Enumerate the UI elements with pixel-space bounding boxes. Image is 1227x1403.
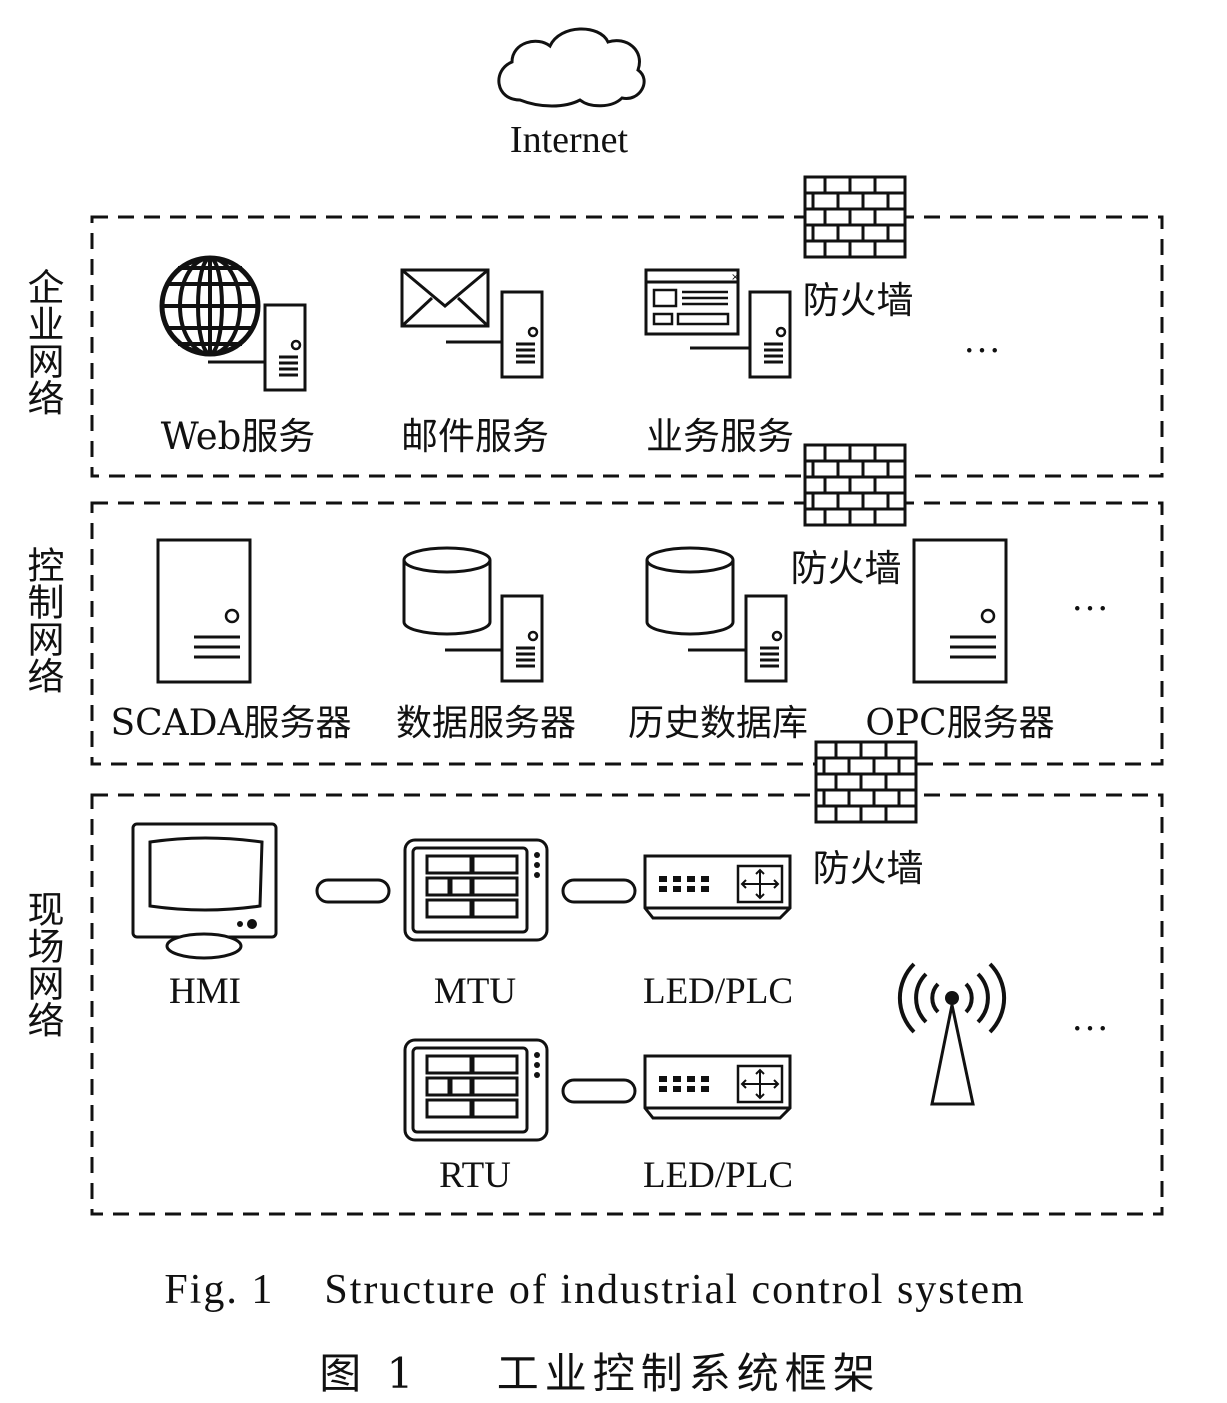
led-plc-1-icon bbox=[643, 854, 792, 920]
zone-label-enterprise: 企业网络 bbox=[21, 268, 64, 416]
cable-mtu-plc bbox=[561, 878, 637, 904]
rtu-icon bbox=[403, 1038, 549, 1142]
firewall-label-2: 防火墙 bbox=[790, 547, 902, 590]
caption-chinese: 图 1 工业控制系统框架 bbox=[319, 1349, 881, 1398]
firewall-2-icon bbox=[803, 443, 907, 527]
ellipsis-control: … bbox=[1071, 577, 1109, 619]
label-scada-server: SCADA服务器 bbox=[110, 703, 352, 744]
label-led-plc-2: LED/PLC bbox=[642, 1155, 794, 1196]
scada-server-icon bbox=[156, 538, 252, 684]
database-icon bbox=[402, 546, 492, 636]
label-business-service: 业务服务 bbox=[646, 415, 794, 458]
label-led-plc-1: LED/PLC bbox=[642, 971, 794, 1012]
enterprise-zone-box bbox=[90, 215, 1164, 478]
globe-icon bbox=[159, 255, 261, 357]
history-server-icon bbox=[744, 594, 788, 683]
antenna-icon bbox=[897, 962, 1007, 1106]
label-history-db: 历史数据库 bbox=[627, 703, 808, 744]
history-database-icon bbox=[645, 546, 735, 636]
ellipsis-field: … bbox=[1071, 997, 1109, 1039]
zone-label-field: 现场网络 bbox=[21, 890, 64, 1038]
label-rtu: RTU bbox=[439, 1155, 511, 1196]
ellipsis-enterprise: … bbox=[963, 319, 1001, 361]
firewall-label-1: 防火墙 bbox=[802, 279, 914, 322]
mail-server-icon bbox=[500, 290, 544, 379]
label-opc-server: OPC服务器 bbox=[865, 703, 1055, 744]
cable-rtu-plc bbox=[561, 1078, 637, 1104]
business-server-icon bbox=[748, 290, 792, 379]
label-web-service: Web服务 bbox=[160, 415, 316, 458]
svg-text:×: × bbox=[731, 272, 739, 283]
web-server-icon bbox=[263, 303, 307, 392]
internet-label: Internet bbox=[509, 119, 629, 161]
led-plc-2-icon bbox=[643, 1054, 792, 1120]
data-server-icon bbox=[500, 594, 544, 683]
firewall-3-icon bbox=[814, 740, 918, 824]
cable-hmi-mtu bbox=[315, 878, 391, 904]
label-mail-service: 邮件服务 bbox=[401, 415, 549, 458]
app-window-icon: × bbox=[644, 268, 740, 336]
label-data-server: 数据服务器 bbox=[395, 703, 576, 744]
envelope-icon bbox=[400, 268, 490, 328]
opc-server-icon bbox=[912, 538, 1008, 684]
label-mtu: MTU bbox=[433, 971, 517, 1012]
firewall-label-3: 防火墙 bbox=[812, 847, 924, 890]
caption-english: Fig. 1 Structure of industrial control s… bbox=[164, 1267, 1026, 1313]
mtu-icon bbox=[403, 838, 549, 942]
field-zone-box bbox=[90, 793, 1164, 1216]
internet-cloud-icon bbox=[497, 27, 646, 108]
zone-label-control: 控制网络 bbox=[21, 546, 64, 694]
monitor-icon bbox=[131, 822, 278, 960]
firewall-1-icon bbox=[803, 175, 907, 259]
control-zone-box bbox=[90, 501, 1164, 766]
label-hmi: HMI bbox=[169, 971, 241, 1012]
